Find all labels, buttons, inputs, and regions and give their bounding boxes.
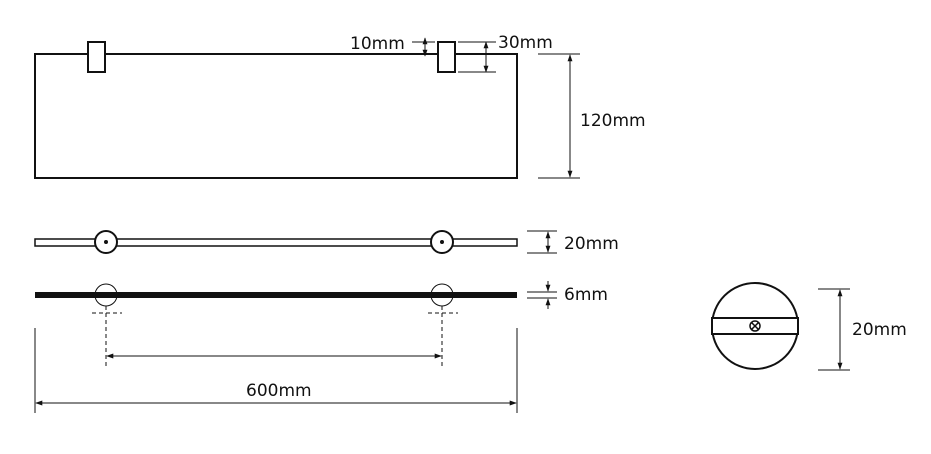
- glass-shelf-top: [34, 53, 518, 179]
- shelf-width-dimension: 600mm: [34, 328, 518, 413]
- bracket-height-dimension: 20mm: [527, 230, 619, 254]
- glass-thickness-bar: [35, 292, 517, 298]
- top-view: 10mm 30mm 120mm: [34, 33, 646, 179]
- glass-thickness-label: 6mm: [564, 285, 608, 305]
- clamp-gap-label: 10mm: [350, 34, 405, 54]
- screw-icon: [749, 320, 761, 332]
- side-view: 6mm 600mm: [34, 281, 608, 413]
- right-clamp: [437, 41, 456, 73]
- clamp-gap-dimension: 10mm: [350, 34, 435, 57]
- end-cap-diameter-dimension: 20mm: [818, 288, 907, 371]
- bracket-height-label: 20mm: [564, 234, 619, 254]
- right-bracket-dot: [440, 240, 444, 244]
- shelf-width-label: 600mm: [246, 381, 312, 401]
- glass-thickness-dimension: 6mm: [527, 281, 608, 309]
- shelf-depth-label: 120mm: [580, 111, 646, 131]
- left-bracket-dot: [104, 240, 108, 244]
- glass-edge-front: [34, 238, 518, 247]
- front-view: 20mm: [34, 230, 619, 254]
- clamp-height-dimension: 30mm: [458, 33, 553, 73]
- end-cap-detail: 20mm: [711, 282, 907, 371]
- left-clamp: [87, 41, 106, 73]
- end-cap-diameter-label: 20mm: [852, 320, 907, 340]
- clamp-height-label: 30mm: [498, 33, 553, 53]
- shelf-depth-dimension: 120mm: [538, 53, 646, 179]
